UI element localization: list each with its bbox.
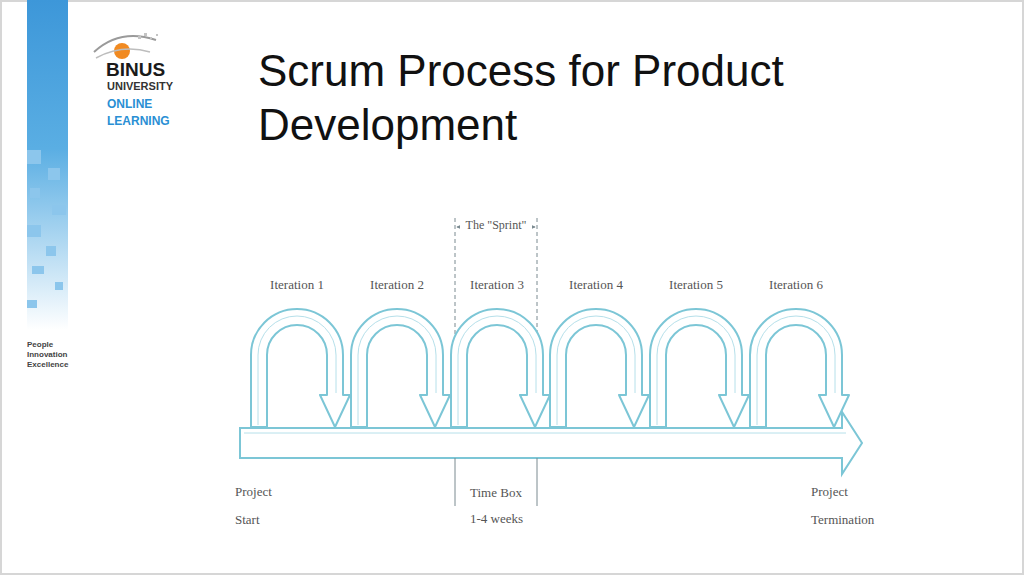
arch-inner-line — [358, 316, 436, 425]
sprint-label: The "Sprint" — [460, 218, 532, 233]
arch-outline — [750, 309, 849, 427]
iteration-label: Iteration 3 — [442, 277, 552, 293]
iteration-label: Iteration 4 — [541, 277, 651, 293]
timebox-label: Time Box 1-4 weeks — [470, 480, 534, 532]
arch-shape — [442, 275, 552, 430]
arch-inner-line — [458, 316, 536, 425]
logo-text: LEARNING — [107, 114, 227, 129]
timebox-bound — [455, 458, 456, 506]
arch-outline — [451, 309, 550, 427]
arch-shape — [342, 275, 452, 430]
logo-text: BINUS — [106, 58, 226, 82]
arch-shape — [242, 275, 352, 430]
iteration-arch: Iteration 2 — [342, 275, 452, 430]
timeline-end-label: Project Start — [235, 478, 287, 534]
arch-inner-line — [657, 316, 735, 425]
strip-pattern — [27, 150, 66, 308]
arch-outline — [351, 309, 450, 427]
iteration-label: Iteration 6 — [741, 277, 851, 293]
tagline: People Innovation Excellence — [27, 340, 75, 370]
timebox-bound — [537, 458, 538, 506]
arch-shape — [541, 275, 651, 430]
arch-inner-line — [557, 316, 635, 425]
timeline-inner-line — [244, 433, 846, 434]
logo-sparkles — [138, 33, 158, 39]
side-strip — [27, 0, 68, 330]
arch-outline — [550, 309, 649, 427]
arch-inner-line — [757, 316, 835, 425]
iteration-label: Iteration 5 — [641, 277, 751, 293]
logo-swoosh — [96, 49, 150, 58]
iteration-arch: Iteration 5 — [641, 275, 751, 430]
slide-title: Scrum Process for Product Development — [258, 44, 878, 152]
iteration-label: Iteration 1 — [242, 277, 352, 293]
iteration-arch: Iteration 3 — [442, 275, 552, 430]
arch-outline — [650, 309, 749, 427]
logo-text: UNIVERSITY — [107, 80, 227, 94]
iteration-arch: Iteration 1 — [242, 275, 352, 430]
logo-text: ONLINE — [107, 97, 227, 112]
arch-shape — [641, 275, 751, 430]
iteration-label: Iteration 2 — [342, 277, 452, 293]
timeline-end-label: Project Termination — [811, 478, 891, 534]
arch-inner-line — [258, 316, 336, 425]
arch-shape — [741, 275, 851, 430]
iteration-arch: Iteration 6 — [741, 275, 851, 430]
iteration-arch: Iteration 4 — [541, 275, 651, 430]
arch-outline — [251, 309, 350, 427]
